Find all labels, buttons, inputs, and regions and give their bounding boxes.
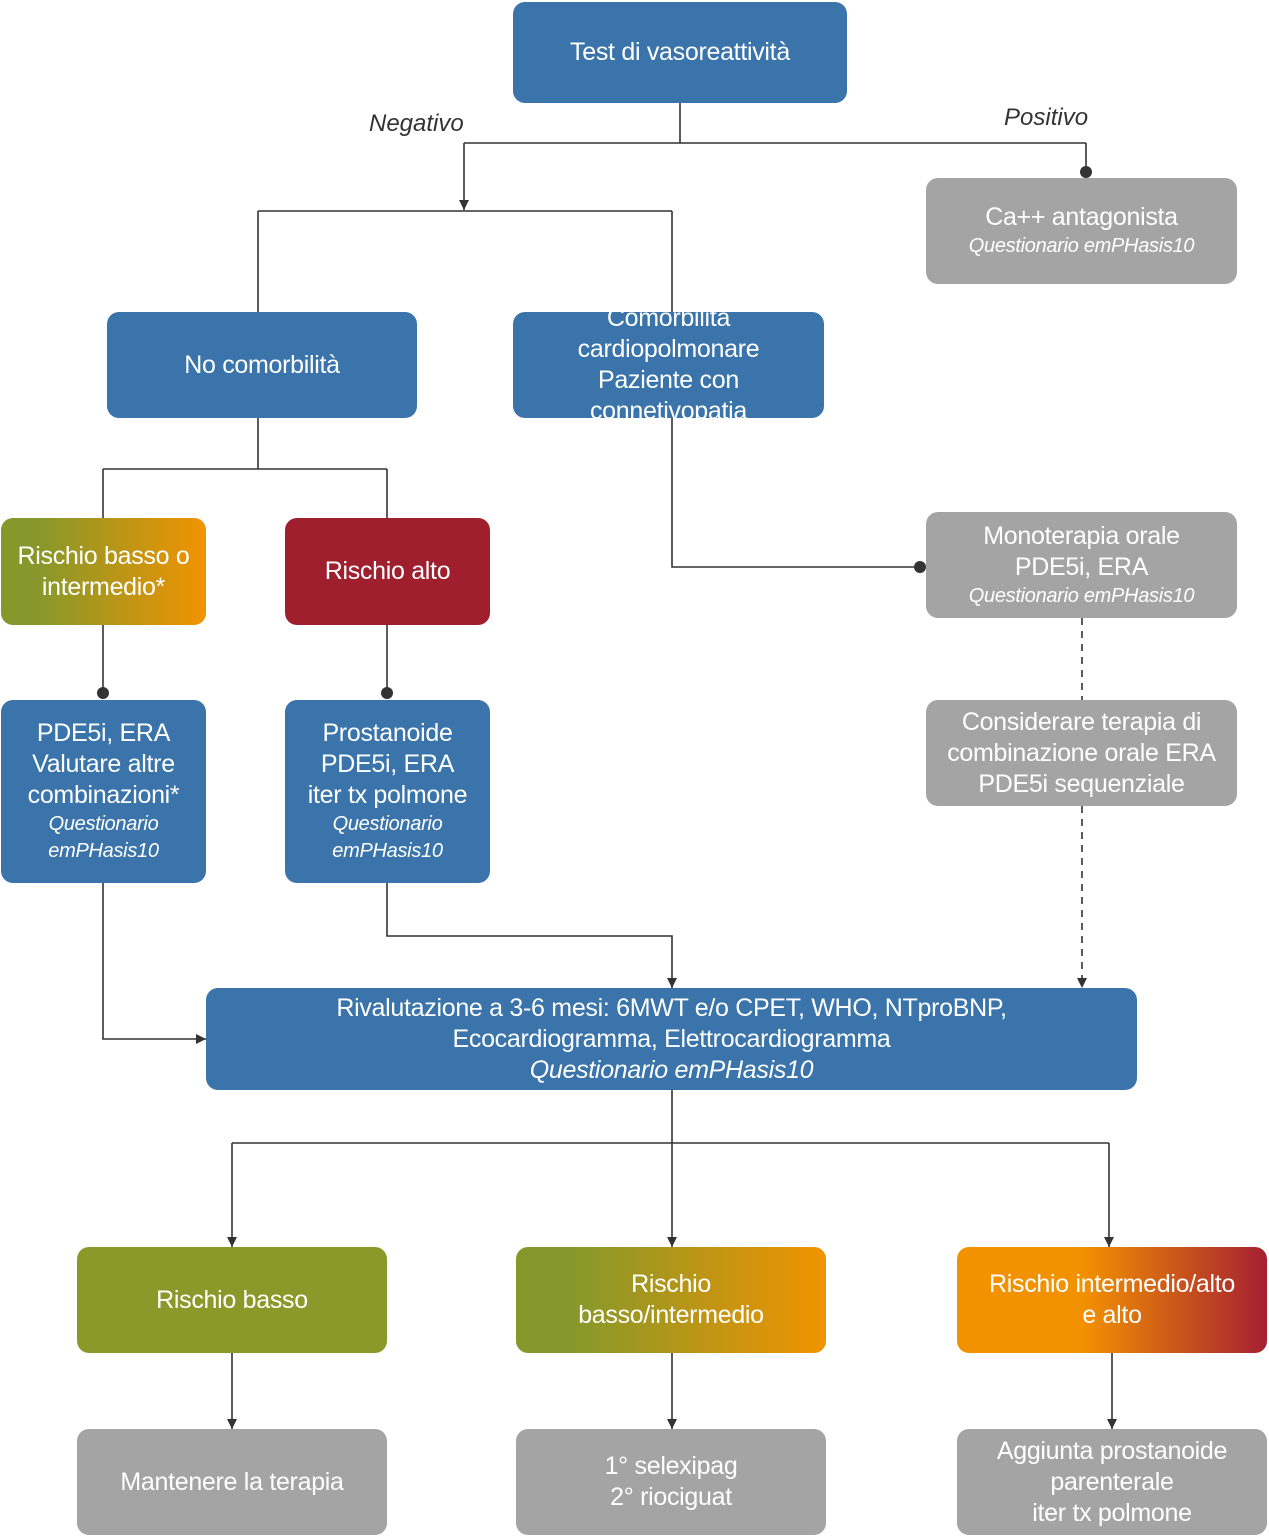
node-text-line: Mantenere la terapia (120, 1467, 344, 1496)
node-text-line: intermedio* (41, 572, 166, 601)
node-text-line: Rischio basso o (17, 541, 190, 570)
node-rischio-basso-intermedio-2: Rischio basso/intermedio (516, 1247, 826, 1353)
node-rischio-basso: Rischio basso (77, 1247, 387, 1353)
node-text-line: Monoterapia orale (983, 521, 1180, 550)
node-test-vasoreattivita: Test di vasoreattività (513, 2, 847, 103)
node-pde5i-era: PDE5i, ERA Valutare altre combinazioni* Que… (1, 700, 206, 883)
node-text-line: iter tx polmone (1032, 1498, 1192, 1527)
node-mantenere-terapia: Mantenere la terapia (77, 1429, 387, 1535)
connector-dot-mono (914, 561, 926, 573)
node-rivalutazione: Rivalutazione a 3-6 mesi: 6MWT e/o CPET,… (206, 988, 1137, 1090)
node-text-line: 1° selexipag (604, 1452, 738, 1480)
node-text-line: Aggiunta prostanoide (996, 1436, 1228, 1465)
node-text-line: Ecocardiogramma, Elettrocardiogramma (452, 1024, 891, 1053)
node-text-line: Valutare altre (32, 750, 175, 778)
node-text-line: combinazione orale ERA (947, 738, 1216, 767)
node-text-line: PDE5i, ERA (36, 719, 171, 747)
node-text-line: Rivalutazione a 3-6 mesi: 6MWT e/o CPET,… (336, 993, 1007, 1022)
connector-prostanoide-to-rivalutazione (386, 883, 677, 988)
node-text-line: Rischio alto (324, 557, 451, 585)
node-text-line: Paziente con connetivopatia (589, 366, 748, 425)
node-text-line: PDE5i, ERA (1014, 552, 1149, 581)
connector-dot-pde5i (97, 687, 109, 699)
node-text-line: Rischio basso (156, 1285, 308, 1314)
node-text-line: basso/intermedio (578, 1301, 764, 1329)
connector-pde5i-to-rivalutazione (102, 883, 206, 1044)
node-text-line: Rischio intermedio/alto (989, 1270, 1235, 1298)
label-positivo: Positivo (1004, 104, 1089, 131)
node-note-line: emPHasis10 (48, 840, 159, 862)
connector-dot-positivo (1080, 166, 1092, 178)
node-text-line: Considerare terapia di (961, 707, 1202, 736)
node-no-comorbilita: No comorbilità (107, 312, 417, 418)
connector-comorb-to-mono (671, 418, 920, 568)
node-text-line: Comorbilità cardiopolmonare (577, 304, 760, 363)
label-negativo: Negativo (369, 110, 464, 137)
node-text-line: parenterale (1050, 1467, 1174, 1496)
node-text-line: No comorbilità (184, 350, 340, 379)
node-text-line: PDE5i sequenziale (978, 769, 1185, 798)
node-rischio-alto: Rischio alto (285, 518, 490, 625)
node-text-line: Prostanoide (322, 719, 453, 747)
node-text-line: Rischio (631, 1270, 711, 1298)
node-note-line: Questionario (48, 813, 159, 835)
node-note-line: Questionario (332, 813, 443, 835)
node-note-line: Questionario emPHasis10 (968, 235, 1195, 257)
node-text-line: iter tx polmone (307, 781, 468, 809)
node-selexipag-riociguat: 1° selexipag 2° riociguat (516, 1429, 826, 1535)
node-text-line: e alto (1082, 1301, 1142, 1329)
node-text-line: Test di vasoreattività (570, 38, 790, 66)
node-text-line: PDE5i, ERA (320, 750, 455, 778)
node-rischio-intermedio-alto: Rischio intermedio/alto e alto (957, 1247, 1267, 1353)
node-note-line: emPHasis10 (332, 840, 443, 862)
node-note-line: Questionario emPHasis10 (968, 584, 1195, 607)
node-text-line: 2° riociguat (610, 1483, 732, 1511)
connector-dot-prostanoide (381, 687, 393, 699)
node-text-line: combinazioni* (27, 781, 180, 809)
node-text-line: Ca++ antagonista (985, 203, 1178, 231)
node-note-line: Questionario emPHasis10 (529, 1055, 814, 1084)
